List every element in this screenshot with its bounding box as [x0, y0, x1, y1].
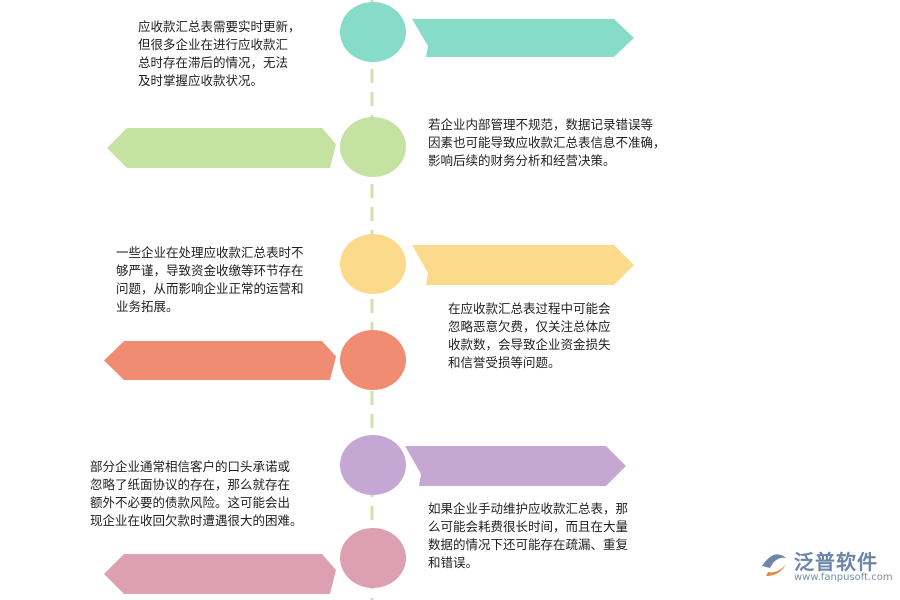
brand-logo: 泛普软件 www.fanpusoft.com [758, 546, 893, 586]
item-2-circle [340, 117, 406, 177]
item-3-arrow-banner [412, 245, 634, 285]
logo-url: www.fanpusoft.com [794, 572, 893, 583]
logo-mark-icon [762, 554, 786, 576]
item-2-text: 若企业内部管理不规范，数据记录错误等 因素也可能导致应收款汇总表信息不准确， 影… [428, 117, 666, 168]
item-1-text: 应收款汇总表需要实时更新， 但很多企业在进行应收款汇 总时存在滞后的情况，无法 … [138, 19, 301, 88]
item-4-circle [340, 330, 406, 390]
item-4-arrow-banner [104, 341, 336, 380]
logo-name: 泛普软件 [794, 550, 878, 574]
item-3-text: 一些企业在处理应收款汇总表时不 够严谨，导致资金收缴等环节存在 问题，从而影响企… [116, 245, 304, 314]
item-2-arrow-banner [107, 128, 336, 168]
item-5-circle [340, 435, 406, 495]
item-6-text: 如果企业手动维护应收款汇总表，那 么可能会耗费很长时间，而且在大量 数据的情况下… [428, 501, 629, 570]
item-6-circle [340, 528, 406, 588]
item-1-circle [340, 2, 406, 62]
item-4-text: 在应收款汇总表过程中可能会 忽略恶意欠费，仅关注总体应 收款数，会导致企业资金损… [448, 301, 611, 370]
item-3-circle [340, 234, 406, 294]
item-1-arrow-banner [412, 19, 634, 57]
item-6-arrow-banner [104, 554, 336, 594]
item-5-arrow-banner [405, 446, 626, 486]
item-5-text: 部分企业通常相信客户的口头承诺或 忽略了纸面协议的存在，那么就存在 额外不必要的… [90, 459, 303, 528]
